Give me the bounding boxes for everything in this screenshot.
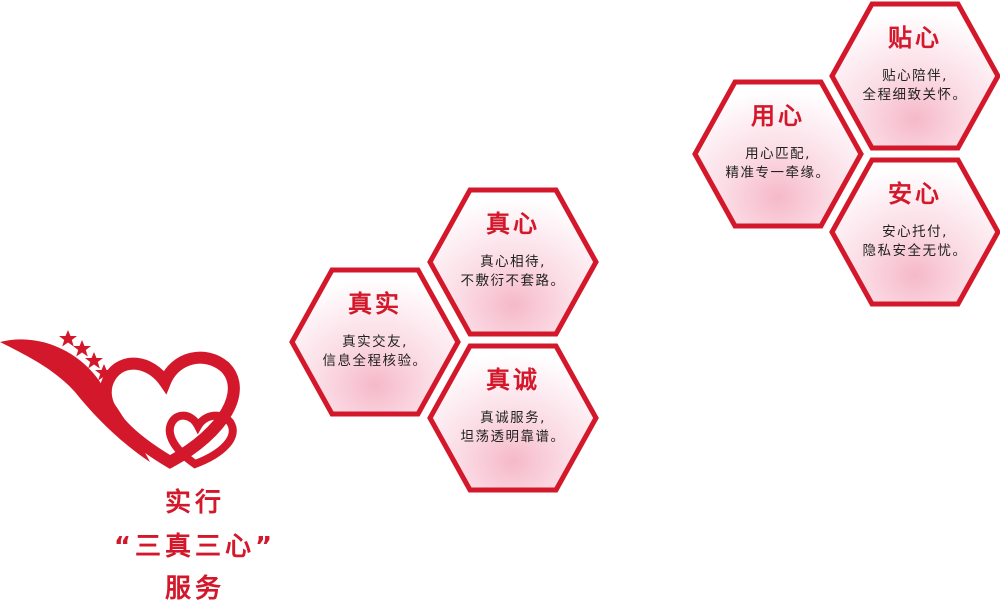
hexagon-title: 真实: [348, 290, 402, 318]
hexagon-text-line1: 真实交友,: [342, 334, 408, 350]
hexagon-text-line1: 真心相待,: [480, 254, 546, 270]
hexagon-card-tiexin: 贴心 贴心陪伴, 全程细致关怀。: [829, 1, 1000, 151]
hexagon-text-line1: 真诚服务,: [480, 410, 546, 426]
hexagon-card-zhenxin: 真心 真心相待, 不敷衍不套路。: [427, 187, 599, 337]
slogan-line-3: 服务: [164, 574, 225, 604]
hexagon-text-line2: 信息全程核验。: [322, 353, 428, 369]
hexagon-frame-icon: [289, 267, 461, 417]
hexagon-title: 真诚: [486, 366, 540, 394]
hexagon-frame-icon: [427, 343, 599, 493]
hexagon-card-anxin: 安心 安心托付, 隐私安全无忧。: [829, 157, 1000, 307]
hexagon-text-line2: 精准专一牵缘。: [725, 165, 831, 181]
hexagon-title: 用心: [751, 102, 805, 130]
hexagon-frame-icon: [692, 79, 864, 229]
hexagon-frame-icon: [829, 1, 1000, 151]
hexagon-text-line1: 用心匹配,: [745, 146, 811, 162]
slogan-line-1: 实行: [164, 488, 225, 518]
hexagon-text-line2: 全程细致关怀。: [862, 87, 968, 103]
hexagon-text-line2: 不敷衍不套路。: [460, 273, 566, 289]
hexagon-text-line2: 坦荡透明靠谱。: [460, 429, 566, 445]
hexagon-title: 贴心: [888, 24, 942, 52]
slogan-line-2: “三真三心”: [113, 532, 277, 562]
hexagon-text-line1: 贴心陪伴,: [882, 68, 948, 84]
hexagon-title: 安心: [888, 180, 942, 208]
heart-ribbon-logo-icon: [0, 322, 260, 472]
hexagon-text-line1: 安心托付,: [882, 224, 948, 240]
hexagon-text-line2: 隐私安全无忧。: [862, 243, 968, 259]
hexagon-title: 真心: [486, 210, 540, 238]
hexagon-card-zhencheng: 真诚 真诚服务, 坦荡透明靠谱。: [427, 343, 599, 493]
hexagon-frame-icon: [427, 187, 599, 337]
hexagon-card-zhenshi: 真实 真实交友, 信息全程核验。: [289, 267, 461, 417]
hexagon-card-yongxin: 用心 用心匹配, 精准专一牵缘。: [692, 79, 864, 229]
hexagon-frame-icon: [829, 157, 1000, 307]
